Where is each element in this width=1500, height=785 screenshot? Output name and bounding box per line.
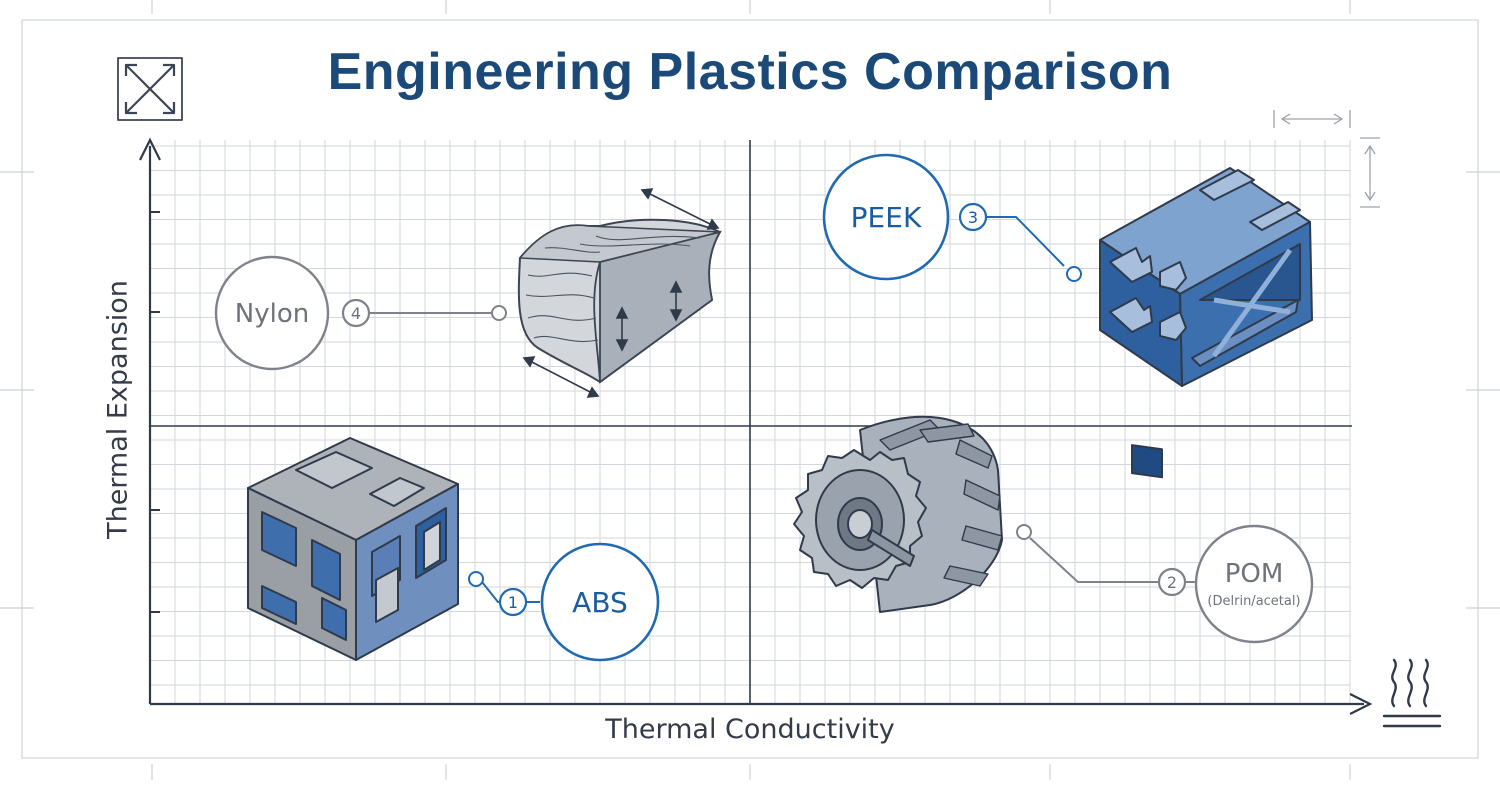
callout-abs-number: 1: [508, 593, 518, 612]
y-axis-label: Thermal Expansion: [102, 280, 134, 539]
callout-nylon-number: 4: [351, 304, 361, 323]
y-axis: [139, 137, 161, 704]
callout-abs-circle: [540, 542, 660, 662]
callout-nylon: Nylon 4: [214, 255, 371, 371]
callout-peek-number: 3: [968, 208, 978, 227]
callout-nylon-label: Nylon: [235, 299, 309, 329]
callout-abs: ABS 1: [498, 542, 660, 662]
callout-nylon-number-badge: [341, 298, 371, 328]
peek-frame-illustration: [1099, 167, 1313, 479]
peek-connector: [987, 216, 1082, 282]
x-axis: [150, 693, 1373, 715]
callout-peek-number-badge: [958, 202, 988, 232]
callout-pom-label: POM: [1225, 559, 1284, 589]
callout-pom-subtitle: (Delrin/acetal): [1207, 594, 1300, 609]
callout-pom: POM (Delrin/acetal) 2: [1157, 524, 1314, 644]
expansion-arrows-icon: [117, 57, 183, 121]
pom-gear-illustration: [793, 415, 1003, 613]
abs-cube-illustration: [247, 437, 459, 661]
callout-peek-circle: [822, 153, 950, 281]
callout-nylon-circle: [214, 255, 330, 371]
outer-frame: [21, 19, 1479, 759]
nylon-connector: [370, 305, 507, 321]
callout-pom-number: 2: [1167, 573, 1177, 592]
callout-peek: PEEK 3: [822, 153, 988, 281]
callout-abs-number-badge: [498, 587, 528, 617]
page-title: Engineering Plastics Comparison: [327, 43, 1173, 101]
dimension-marks: [1273, 110, 1380, 208]
x-axis-label: Thermal Conductivity: [605, 714, 895, 745]
callout-peek-label: PEEK: [851, 201, 922, 234]
callout-pom-circle: [1194, 524, 1314, 644]
callout-abs-label: ABS: [572, 586, 628, 619]
callout-pom-number-badge: [1157, 567, 1187, 597]
nylon-block-illustration: [517, 188, 722, 398]
heat-waves-icon: [1382, 658, 1442, 728]
